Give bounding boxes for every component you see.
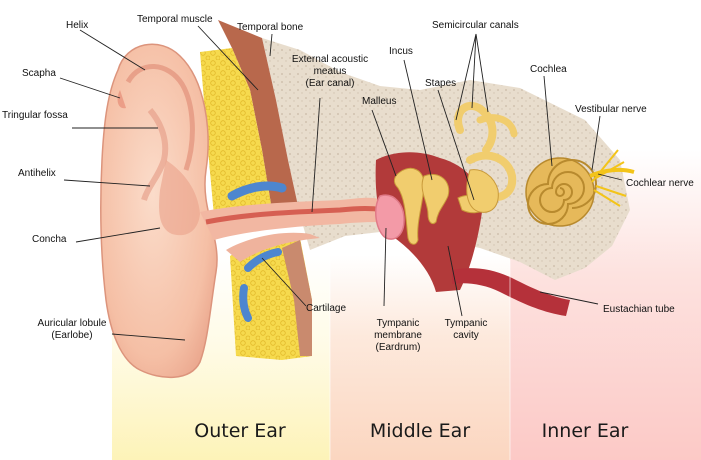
leader-malleus [371, 109, 397, 177]
temporal-muscle-shape [218, 20, 300, 215]
label-malleus: Malleus [362, 96, 397, 107]
scapha-shade [117, 90, 126, 109]
label-external-acoustic-meatus: External acoustic meatus (Ear canal) [292, 54, 368, 90]
label-tympanic-cavity-line-1: Tympanic [444, 318, 488, 329]
auricle-shape [100, 43, 218, 379]
leader-antihelix [63, 179, 151, 187]
leader-cochlear-nerve [597, 173, 623, 181]
leader-vestibular-nerve [591, 115, 601, 171]
leader-semicircular-a [455, 33, 477, 121]
label-external-acoustic-meatus-line-3: (Ear canal) [305, 78, 355, 89]
label-auricular-lobule-line-2: (Earlobe) [51, 330, 93, 341]
lower-muscle-strip [282, 240, 312, 356]
label-external-acoustic-meatus-line-2: meatus [313, 66, 347, 77]
label-triangular-fossa: Tringular fossa [2, 110, 68, 121]
label-external-acoustic-meatus-line-1: External acoustic [291, 54, 369, 65]
label-stapes: Stapes [425, 78, 457, 89]
vestibular-nerve-shape [589, 167, 635, 178]
tympanic-membrane-shape [374, 194, 405, 240]
lower-cartilage-shape-a [244, 248, 282, 272]
leader-external-acoustic-meatus [311, 97, 321, 213]
label-helix: Helix [66, 20, 89, 31]
label-semicircular-canals: Semicircular canals [432, 20, 519, 31]
leader-tympanic-membrane [383, 227, 387, 307]
label-tympanic-cavity-line-2: cavity [453, 330, 479, 341]
upper-cartilage-shape [227, 181, 287, 201]
leader-stapes [437, 89, 475, 201]
label-eustachian-tube: Eustachian tube [603, 304, 675, 315]
label-antihelix: Antihelix [18, 168, 56, 179]
label-scapha: Scapha [22, 68, 56, 79]
lower-skin-strip [226, 232, 320, 262]
leader-eustachian-tube [539, 291, 599, 305]
label-tympanic-membrane-line-3: (Eardrum) [375, 342, 421, 353]
leader-helix [79, 29, 146, 71]
label-temporal-bone: Temporal bone [237, 22, 304, 33]
upper-fat-tissue [200, 48, 272, 216]
leader-semicircular-b [471, 33, 477, 109]
region-title-outer-ear: Outer Ear [194, 420, 286, 442]
label-concha: Concha [32, 234, 67, 245]
eustachian-tube-shape [452, 268, 570, 316]
leader-concha [75, 227, 161, 243]
lower-cartilage-shape-b [239, 284, 252, 322]
leader-incus [403, 59, 433, 181]
label-incus: Incus [389, 46, 413, 57]
label-auricular-lobule: Auricular lobule (Earlobe) [38, 318, 107, 342]
leader-temporal-bone [269, 33, 273, 57]
region-title-inner-ear: Inner Ear [541, 420, 629, 442]
leader-auricular-lobule [111, 333, 186, 341]
leader-cartilage [261, 257, 307, 307]
middle-ear-region-bg [330, 255, 510, 460]
label-auricular-lobule-line-1: Auricular lobule [37, 318, 107, 329]
vestibule-shape [466, 169, 499, 213]
semicircular-canal-b [466, 151, 517, 201]
label-vestibular-nerve: Vestibular nerve [575, 104, 647, 115]
leader-cochlea [543, 75, 553, 167]
leader-semicircular-c [475, 33, 489, 113]
leader-tympanic-cavity [447, 245, 463, 317]
incus-shape [421, 174, 450, 225]
leader-scapha [59, 77, 121, 99]
helix-fold [125, 64, 195, 171]
label-cochlear-nerve: Cochlear nerve [626, 178, 694, 189]
semicircular-canal-c [476, 114, 518, 138]
label-cartilage: Cartilage [306, 303, 347, 314]
label-temporal-muscle: Temporal muscle [137, 14, 213, 25]
leader-temporal-muscle [197, 25, 259, 91]
leader-lines [59, 25, 623, 341]
nerve-fibers [591, 149, 627, 207]
concha-shade [159, 160, 200, 236]
label-tympanic-membrane-line-1: Tympanic [376, 318, 420, 329]
label-cochlea: Cochlea [530, 64, 567, 75]
label-tympanic-cavity: Tympanic cavity [445, 318, 488, 342]
label-tympanic-membrane: Tympanic membrane (Eardrum) [374, 318, 422, 354]
ear-canal-lumen [205, 206, 385, 225]
label-tympanic-membrane-line-2: membrane [374, 330, 422, 341]
antihelix-fold [141, 108, 169, 201]
region-title-middle-ear: Middle Ear [369, 420, 471, 442]
semicircular-canal-a [454, 102, 497, 154]
cochlea-spiral [527, 159, 597, 225]
